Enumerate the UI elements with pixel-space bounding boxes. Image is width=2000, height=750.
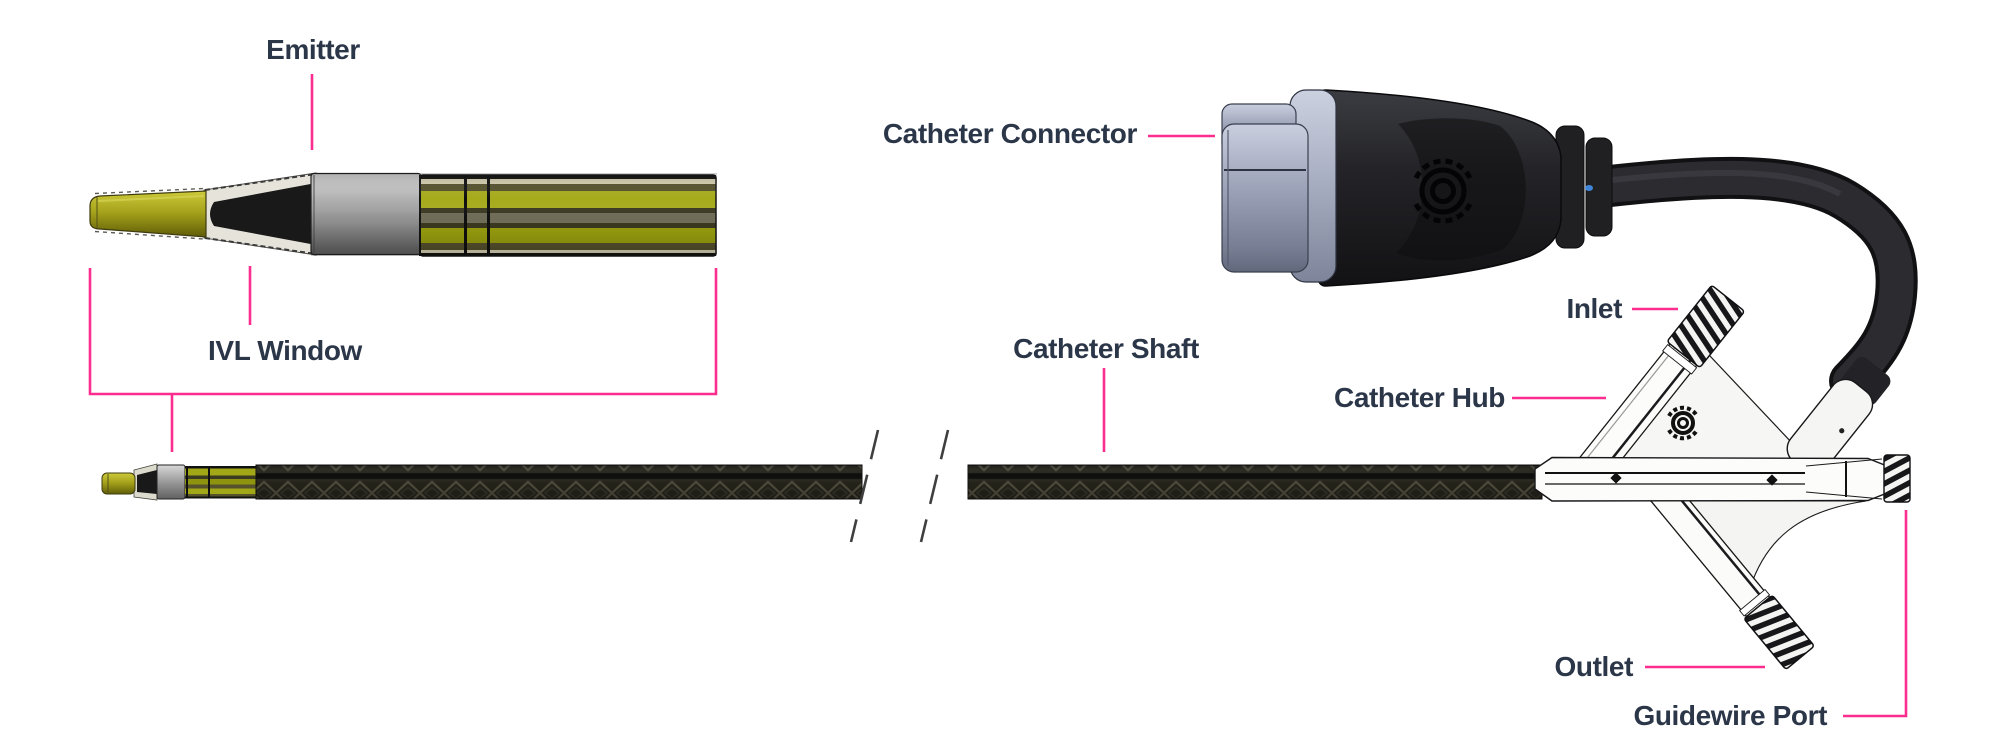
label-catheter-hub: Catheter Hub	[1334, 382, 1505, 413]
leader-guidewire-port	[1843, 510, 1908, 718]
label-inlet: Inlet	[1566, 293, 1622, 324]
label-ivl-window: IVL Window	[208, 335, 362, 366]
leader-lines	[248, 74, 1908, 718]
tip-shading	[311, 173, 717, 256]
magnify-bracket	[88, 268, 718, 452]
magnified-tip-view	[89, 172, 717, 257]
catheter-connector-body	[1221, 89, 1613, 287]
label-catheter-connector: Catheter Connector	[882, 118, 1138, 149]
hub-barrel	[1534, 454, 1911, 503]
tip-nose	[89, 187, 207, 240]
label-emitter: Emitter	[266, 34, 360, 65]
label-outlet: Outlet	[1554, 651, 1634, 682]
label-catheter-shaft: Catheter Shaft	[1013, 333, 1199, 364]
outlet-port	[1642, 471, 1814, 670]
inlet-port	[1572, 285, 1745, 489]
tip-stripes	[185, 466, 258, 499]
catheter-shaft-left	[255, 464, 863, 500]
catheter-hub-body	[1534, 285, 1911, 670]
connector-cable	[1589, 156, 1918, 402]
shaft-break-marks	[849, 429, 950, 543]
connector-plug-face	[1221, 103, 1309, 273]
shockwave-emblem-icon	[1413, 158, 1473, 224]
connector-strain-relief	[1555, 125, 1613, 249]
label-guidewire-port: Guidewire Port	[1633, 700, 1827, 731]
catheter-shaft-right	[967, 464, 1543, 500]
ivl-window-cone	[203, 172, 317, 256]
cable-blue-dot	[1585, 185, 1593, 191]
guidewire-port-cap	[1883, 454, 1911, 503]
catheter-tip	[101, 463, 258, 501]
hub-emblem-icon	[1667, 405, 1699, 441]
